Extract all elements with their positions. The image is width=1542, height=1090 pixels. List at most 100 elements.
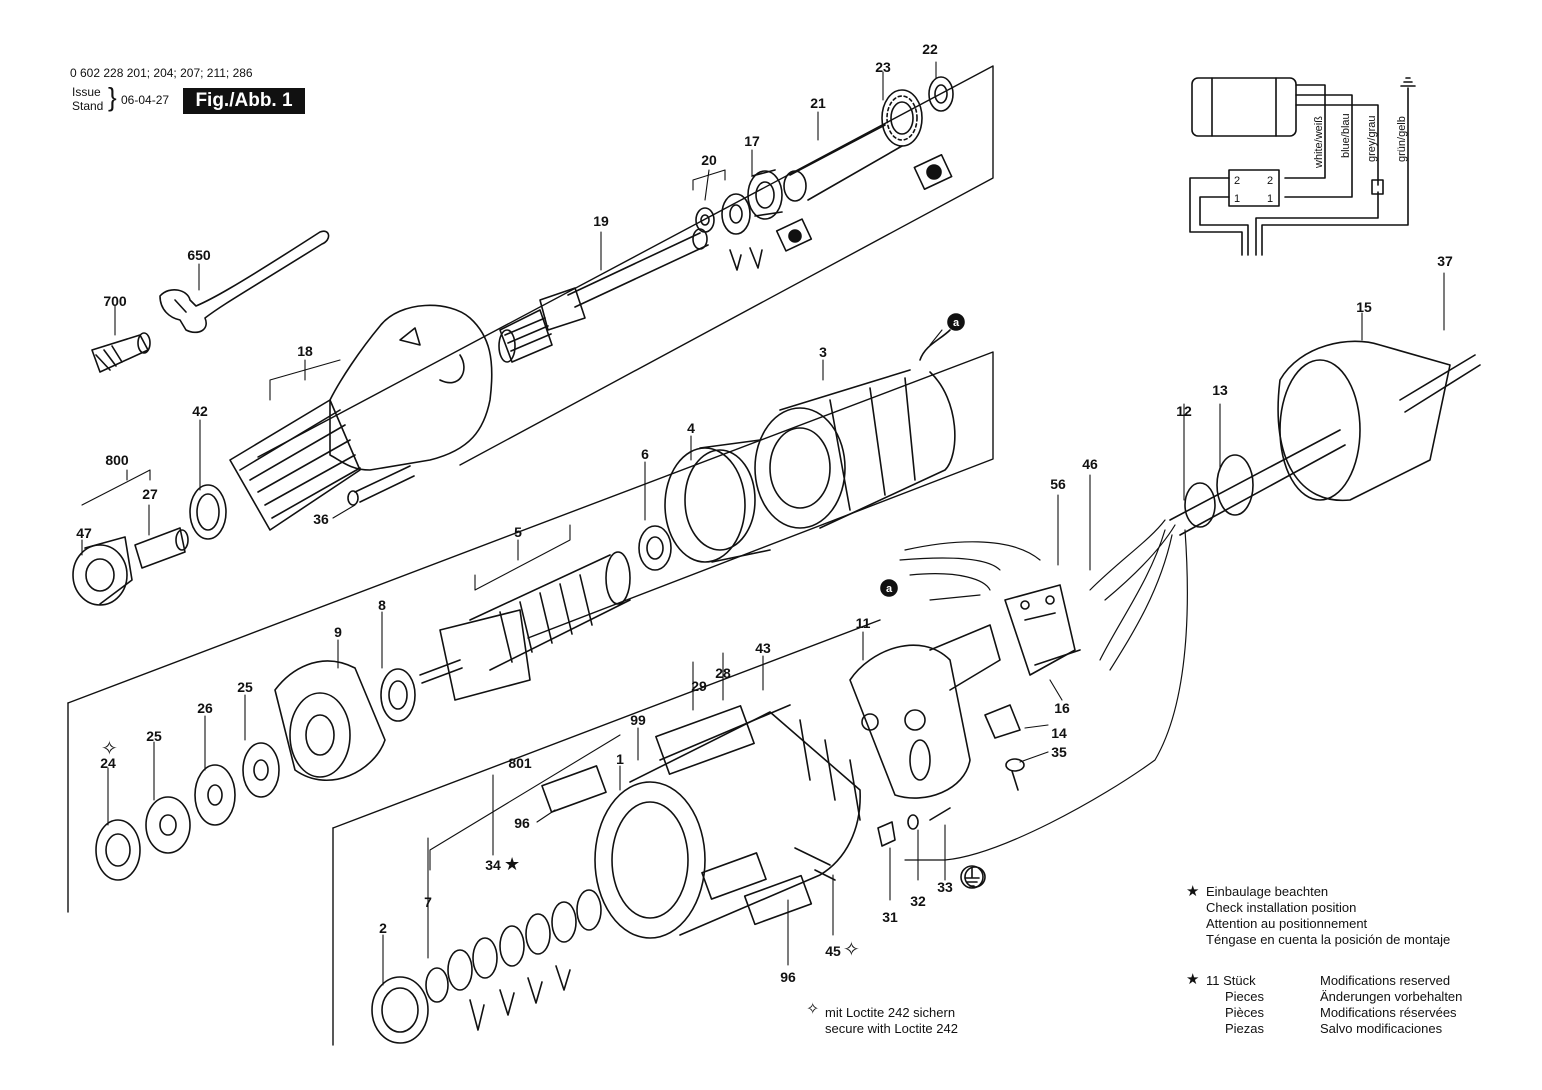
- star-icon: ★: [1186, 883, 1200, 900]
- terminal-label: 1: [1267, 193, 1273, 205]
- ring-2-and-7: [371, 967, 449, 1044]
- part-label: 801: [508, 755, 532, 771]
- part-label: 19: [593, 213, 609, 229]
- modification-line-0: Modifications reserved: [1320, 973, 1451, 988]
- ground-icon: [960, 865, 984, 889]
- part-label: 8: [378, 597, 386, 613]
- bearing-23: [881, 89, 923, 147]
- part-label: 36: [313, 511, 329, 527]
- callout-a-markers: [880, 313, 965, 597]
- part-label: 29: [691, 678, 707, 694]
- model-numbers: 0 602 228 201; 204; 207; 211; 286: [70, 66, 253, 80]
- count-line-2: Piezas: [1225, 1021, 1265, 1036]
- part-label: 13: [1212, 382, 1228, 398]
- wrench-650: [159, 230, 330, 334]
- bearing-22: [928, 76, 954, 112]
- modification-line-1: Änderungen vorbehalten: [1320, 989, 1463, 1004]
- part-label: 99: [630, 712, 646, 728]
- coupling-25-26: [145, 742, 280, 854]
- label-plates: [541, 705, 813, 926]
- part-label: 15: [1356, 299, 1372, 315]
- wire-harness: [899, 519, 1188, 861]
- part-label: 2: [379, 920, 387, 936]
- terminal-label: 2: [1267, 175, 1273, 187]
- loctite-icon: ✧: [806, 1001, 820, 1018]
- small-parts-14-35-31-32-33-45: [794, 704, 1025, 888]
- terminal-label: 2: [1234, 175, 1240, 187]
- part-label: 28: [715, 665, 731, 681]
- issue-date: 06-04-27: [121, 93, 170, 107]
- star-icon: ★: [1186, 971, 1200, 988]
- wire-label-green-yellow: grün/gelb: [1396, 116, 1408, 162]
- screw-36: [347, 465, 415, 506]
- note-star-3: Téngase en cuenta la posición de montaje: [1206, 932, 1451, 947]
- star-icon-34: ★: [504, 854, 520, 875]
- part-label: 25: [146, 728, 162, 744]
- wire-label-white: white/weiß: [1313, 116, 1325, 169]
- bearing-17: [747, 169, 783, 220]
- nut-24: [95, 819, 141, 881]
- part-label: 17: [744, 133, 760, 149]
- note-star-2: Attention au positionnement: [1206, 916, 1368, 931]
- collet-700: [91, 332, 151, 373]
- part-label: 6: [641, 446, 649, 462]
- part-label: 5: [514, 524, 522, 540]
- count-line-0: Pieces: [1225, 989, 1265, 1004]
- part-label: 14: [1051, 725, 1067, 741]
- armature-5: [419, 551, 631, 701]
- end-cap-15: [1277, 340, 1481, 502]
- part-label: 16: [1054, 700, 1070, 716]
- part-label: 24: [100, 755, 116, 771]
- flange-9: [274, 660, 386, 781]
- switch-16: [1004, 584, 1081, 676]
- part-label: 37: [1437, 253, 1453, 269]
- field-3: [754, 329, 956, 529]
- spindle-19: [498, 228, 709, 363]
- end-shield-11: [849, 624, 1001, 799]
- callout-a-bottom: a: [886, 583, 893, 595]
- part-labels: 22 23 21 17 20 19 650 700 18 42 800 27 4…: [76, 41, 1453, 985]
- motor-housing-neck: [229, 399, 361, 531]
- count-label: 11 Stück: [1206, 973, 1256, 988]
- part-label: 33: [937, 879, 953, 895]
- part-label: 22: [922, 41, 938, 57]
- modification-line-3: Salvo modificaciones: [1320, 1021, 1443, 1036]
- cable-13-12: [1169, 429, 1346, 536]
- guide-ring-4: [664, 439, 771, 563]
- leader-lines: [81, 61, 1445, 986]
- part-label: 9: [334, 624, 342, 640]
- part-label: 11: [856, 615, 871, 631]
- brace-glyph: }: [108, 82, 117, 112]
- callout-a-top: a: [953, 317, 960, 329]
- motor-housing-1: [594, 704, 861, 939]
- part-label: 18: [297, 343, 313, 359]
- figure-label: Fig./Abb. 1: [183, 88, 305, 114]
- part-label: 3: [819, 344, 827, 360]
- part-label: 35: [1051, 744, 1067, 760]
- part-label: 1: [616, 751, 624, 767]
- modification-line-2: Modifications réservées: [1320, 1005, 1457, 1020]
- part-label: 800: [105, 452, 129, 468]
- washers-20: [695, 193, 763, 271]
- nut-47: [72, 536, 133, 606]
- sleeve-21: [783, 124, 903, 202]
- part-label: 31: [882, 909, 898, 925]
- panel-frames: [67, 65, 994, 1046]
- part-label: 26: [197, 700, 213, 716]
- bearing-6: [638, 525, 672, 571]
- gear-housing-18: [329, 304, 493, 471]
- part-label: 34: [485, 857, 501, 873]
- part-label: 23: [875, 59, 891, 75]
- note-star-1: Check installation position: [1206, 900, 1357, 915]
- part-label: 96: [780, 969, 796, 985]
- terminal-label: 1: [1234, 193, 1240, 205]
- seal-marks-top: [775, 153, 953, 252]
- wire-label-grey: grey/grau: [1366, 116, 1378, 162]
- wiring-diagram: [1189, 77, 1416, 256]
- loctite-icon-24: ✧: [101, 736, 118, 760]
- part-label: 4: [687, 420, 695, 436]
- part-label: 700: [103, 293, 127, 309]
- part-label: 27: [142, 486, 158, 502]
- bearing-8: [380, 668, 416, 722]
